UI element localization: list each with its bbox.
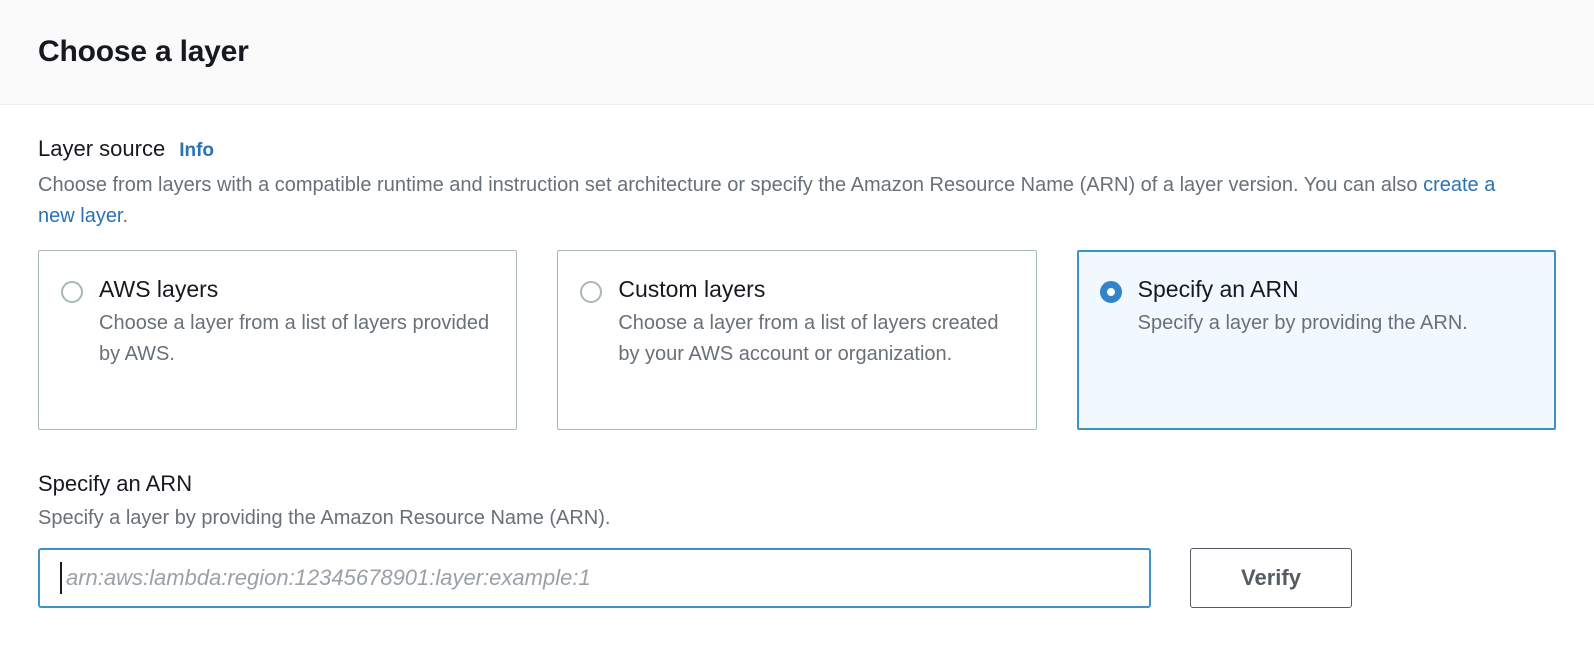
layer-source-option-custom-layers[interactable]: Custom layers Choose a layer from a list…	[557, 249, 1037, 430]
layer-source-description: Choose from layers with a compatible run…	[38, 170, 1508, 232]
layer-source-label: Layer source	[38, 136, 166, 161]
layer-source-description-text: Choose from layers with a compatible run…	[38, 173, 1424, 196]
dialog-body: Layer source Info Choose from layers wit…	[0, 105, 1594, 666]
radio-checked-icon[interactable]	[1099, 280, 1122, 303]
option-description: Choose a layer from a list of layers cre…	[618, 311, 999, 365]
option-title: Custom layers	[618, 275, 766, 302]
layer-source-option-specify-arn[interactable]: Specify an ARN Specify a layer by provid…	[1076, 249, 1556, 430]
layer-source-label-row: Layer source Info	[38, 135, 1556, 163]
arn-input-row: Verify	[38, 548, 1556, 609]
page-title: Choose a layer	[38, 35, 249, 68]
option-title: Specify an ARN	[1137, 275, 1299, 302]
layer-source-options: AWS layers Choose a layer from a list of…	[38, 249, 1556, 430]
create-new-layer-link[interactable]: create a new layer	[38, 173, 1496, 227]
arn-section-description: Specify a layer by providing the Amazon …	[38, 507, 611, 530]
arn-input-wrapper	[38, 548, 1151, 609]
option-description: Specify a layer by providing the ARN.	[1137, 311, 1468, 334]
layer-source-description-tail: .	[122, 204, 129, 227]
option-description: Choose a layer from a list of layers pro…	[99, 311, 490, 365]
info-link[interactable]: Info	[179, 140, 215, 161]
arn-input[interactable]	[38, 548, 1151, 609]
verify-button[interactable]: Verify	[1190, 548, 1352, 609]
option-title: AWS layers	[99, 275, 219, 302]
radio-unchecked-icon[interactable]	[580, 280, 603, 303]
radio-unchecked-icon[interactable]	[61, 280, 83, 303]
text-cursor	[60, 562, 62, 595]
dialog-header: Choose a layer	[0, 0, 1594, 105]
arn-section-label: Specify an ARN	[38, 470, 193, 496]
layer-source-option-aws-layers[interactable]: AWS layers Choose a layer from a list of…	[38, 249, 518, 430]
